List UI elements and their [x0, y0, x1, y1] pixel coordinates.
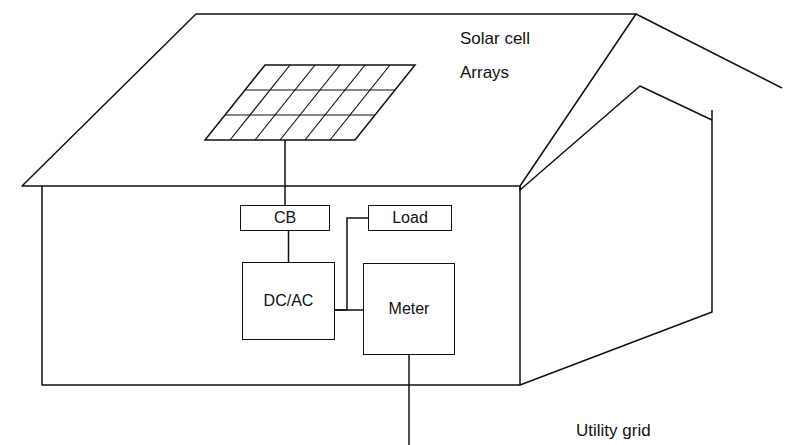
box-label: DC/AC	[264, 292, 314, 310]
gable	[520, 86, 712, 190]
solar-array: Solar cellArrays	[205, 65, 415, 140]
box-label: Meter	[389, 300, 430, 318]
grid-wire	[408, 355, 410, 445]
cell-line	[230, 65, 290, 140]
meter-box: Meter	[363, 263, 455, 355]
array-label: Arrays	[460, 63, 509, 83]
cell-line	[245, 89, 395, 90]
inverter-box: DC/AC	[242, 262, 335, 340]
wire	[284, 140, 286, 205]
roof-edge	[636, 14, 782, 88]
side-wall	[520, 110, 712, 385]
cell-line	[330, 65, 390, 140]
cell-line	[225, 114, 375, 115]
front-wall	[42, 186, 520, 385]
cell-line	[255, 65, 315, 140]
wire	[335, 309, 363, 311]
box-label: CB	[274, 209, 296, 227]
wire	[288, 231, 290, 262]
front-roof	[22, 14, 636, 186]
grid-label: Utility grid	[574, 421, 653, 441]
cell-line	[280, 65, 340, 140]
load-box: Load	[368, 205, 452, 231]
box-label: Load	[392, 209, 428, 227]
circuit-breaker-box: CB	[240, 205, 330, 231]
panel-outline	[205, 65, 415, 140]
array-label: Solar cell	[460, 29, 530, 49]
panel-grid	[205, 65, 415, 140]
cell-line	[305, 65, 365, 140]
